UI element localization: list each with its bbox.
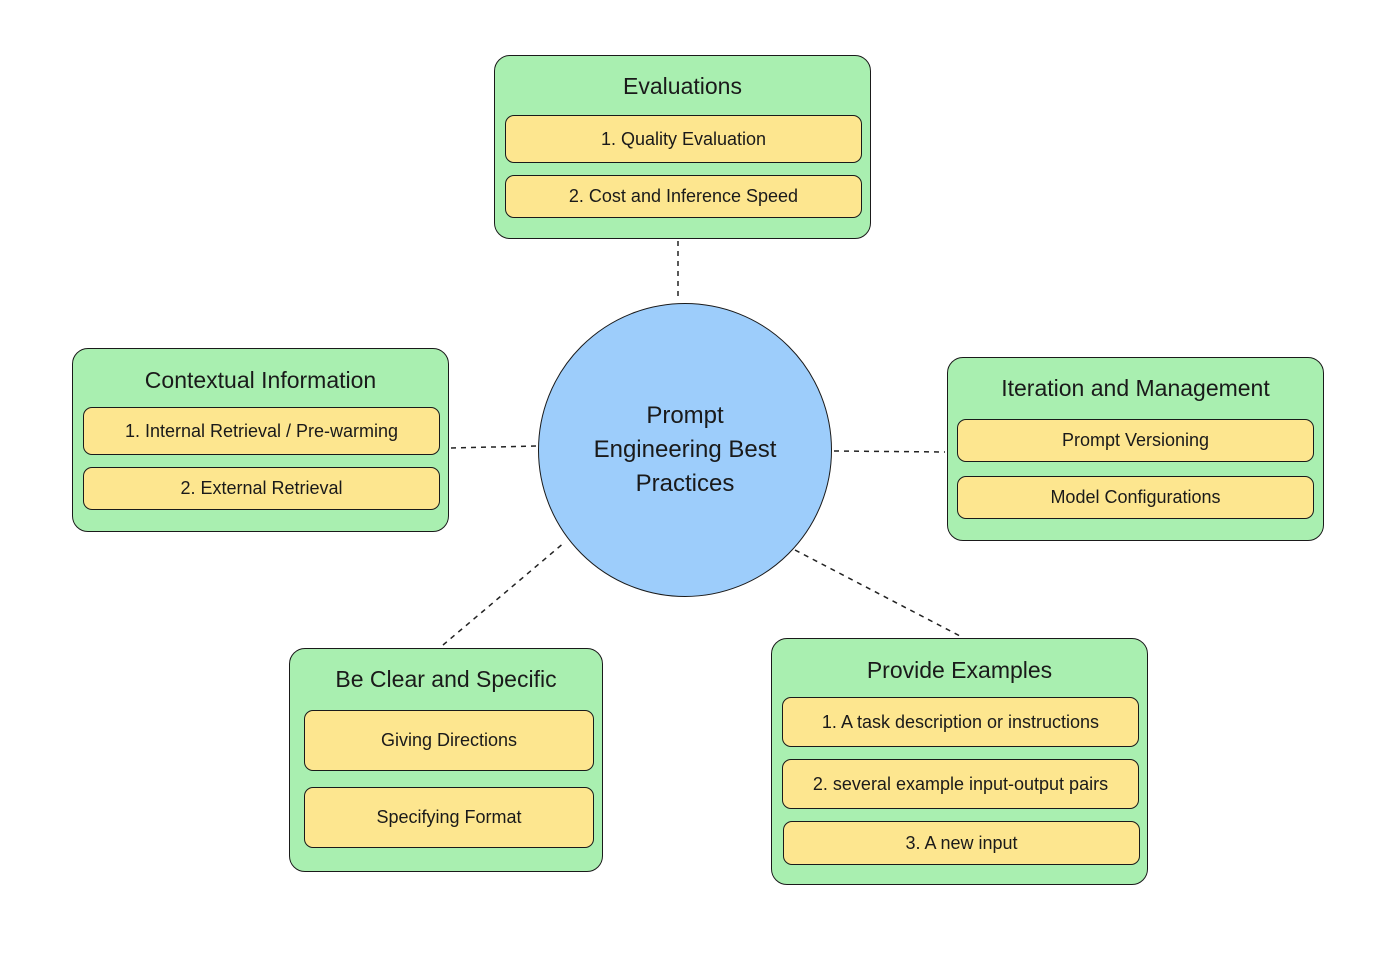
subtopic-item: 2. External Retrieval xyxy=(83,467,440,510)
subtopic-item: 2. Cost and Inference Speed xyxy=(505,175,862,218)
topic-evaluations: Evaluations 1. Quality Evaluation 2. Cos… xyxy=(494,55,871,239)
topic-title: Provide Examples xyxy=(866,657,1053,683)
subtopic-item: 1. Quality Evaluation xyxy=(505,115,862,163)
connector-clear xyxy=(442,541,566,646)
topic-be-clear-and-specific: Be Clear and Specific Giving Directions … xyxy=(289,648,603,872)
topic-title: Evaluations xyxy=(623,73,742,99)
subtopic-item: 1. A task description or instructions xyxy=(782,697,1139,747)
subtopic-item: Giving Directions xyxy=(304,710,594,771)
subtopic-item: 1. Internal Retrieval / Pre-warming xyxy=(83,407,440,455)
subtopic-item: 2. several example input-output pairs xyxy=(782,759,1139,809)
topic-provide-examples: Provide Examples 1. A task description o… xyxy=(771,638,1148,885)
subtopic-item: 3. A new input xyxy=(783,821,1140,865)
topic-iteration-and-management: Iteration and Management Prompt Versioni… xyxy=(947,357,1324,541)
central-topic: Prompt Engineering Best Practices xyxy=(538,303,832,597)
central-topic-label: Prompt Engineering Best Practices xyxy=(593,402,777,497)
connector-examples xyxy=(794,549,961,637)
topic-title: Contextual Information xyxy=(144,367,377,393)
topic-title: Iteration and Management xyxy=(1001,375,1270,401)
topic-contextual-information: Contextual Information 1. Internal Retri… xyxy=(72,348,449,532)
subtopic-item: Prompt Versioning xyxy=(957,419,1314,462)
subtopic-item: Specifying Format xyxy=(304,787,594,848)
connector-iteration xyxy=(833,450,946,453)
topic-title: Be Clear and Specific xyxy=(335,666,557,692)
connector-contextual xyxy=(450,445,537,449)
subtopic-item: Model Configurations xyxy=(957,476,1314,519)
